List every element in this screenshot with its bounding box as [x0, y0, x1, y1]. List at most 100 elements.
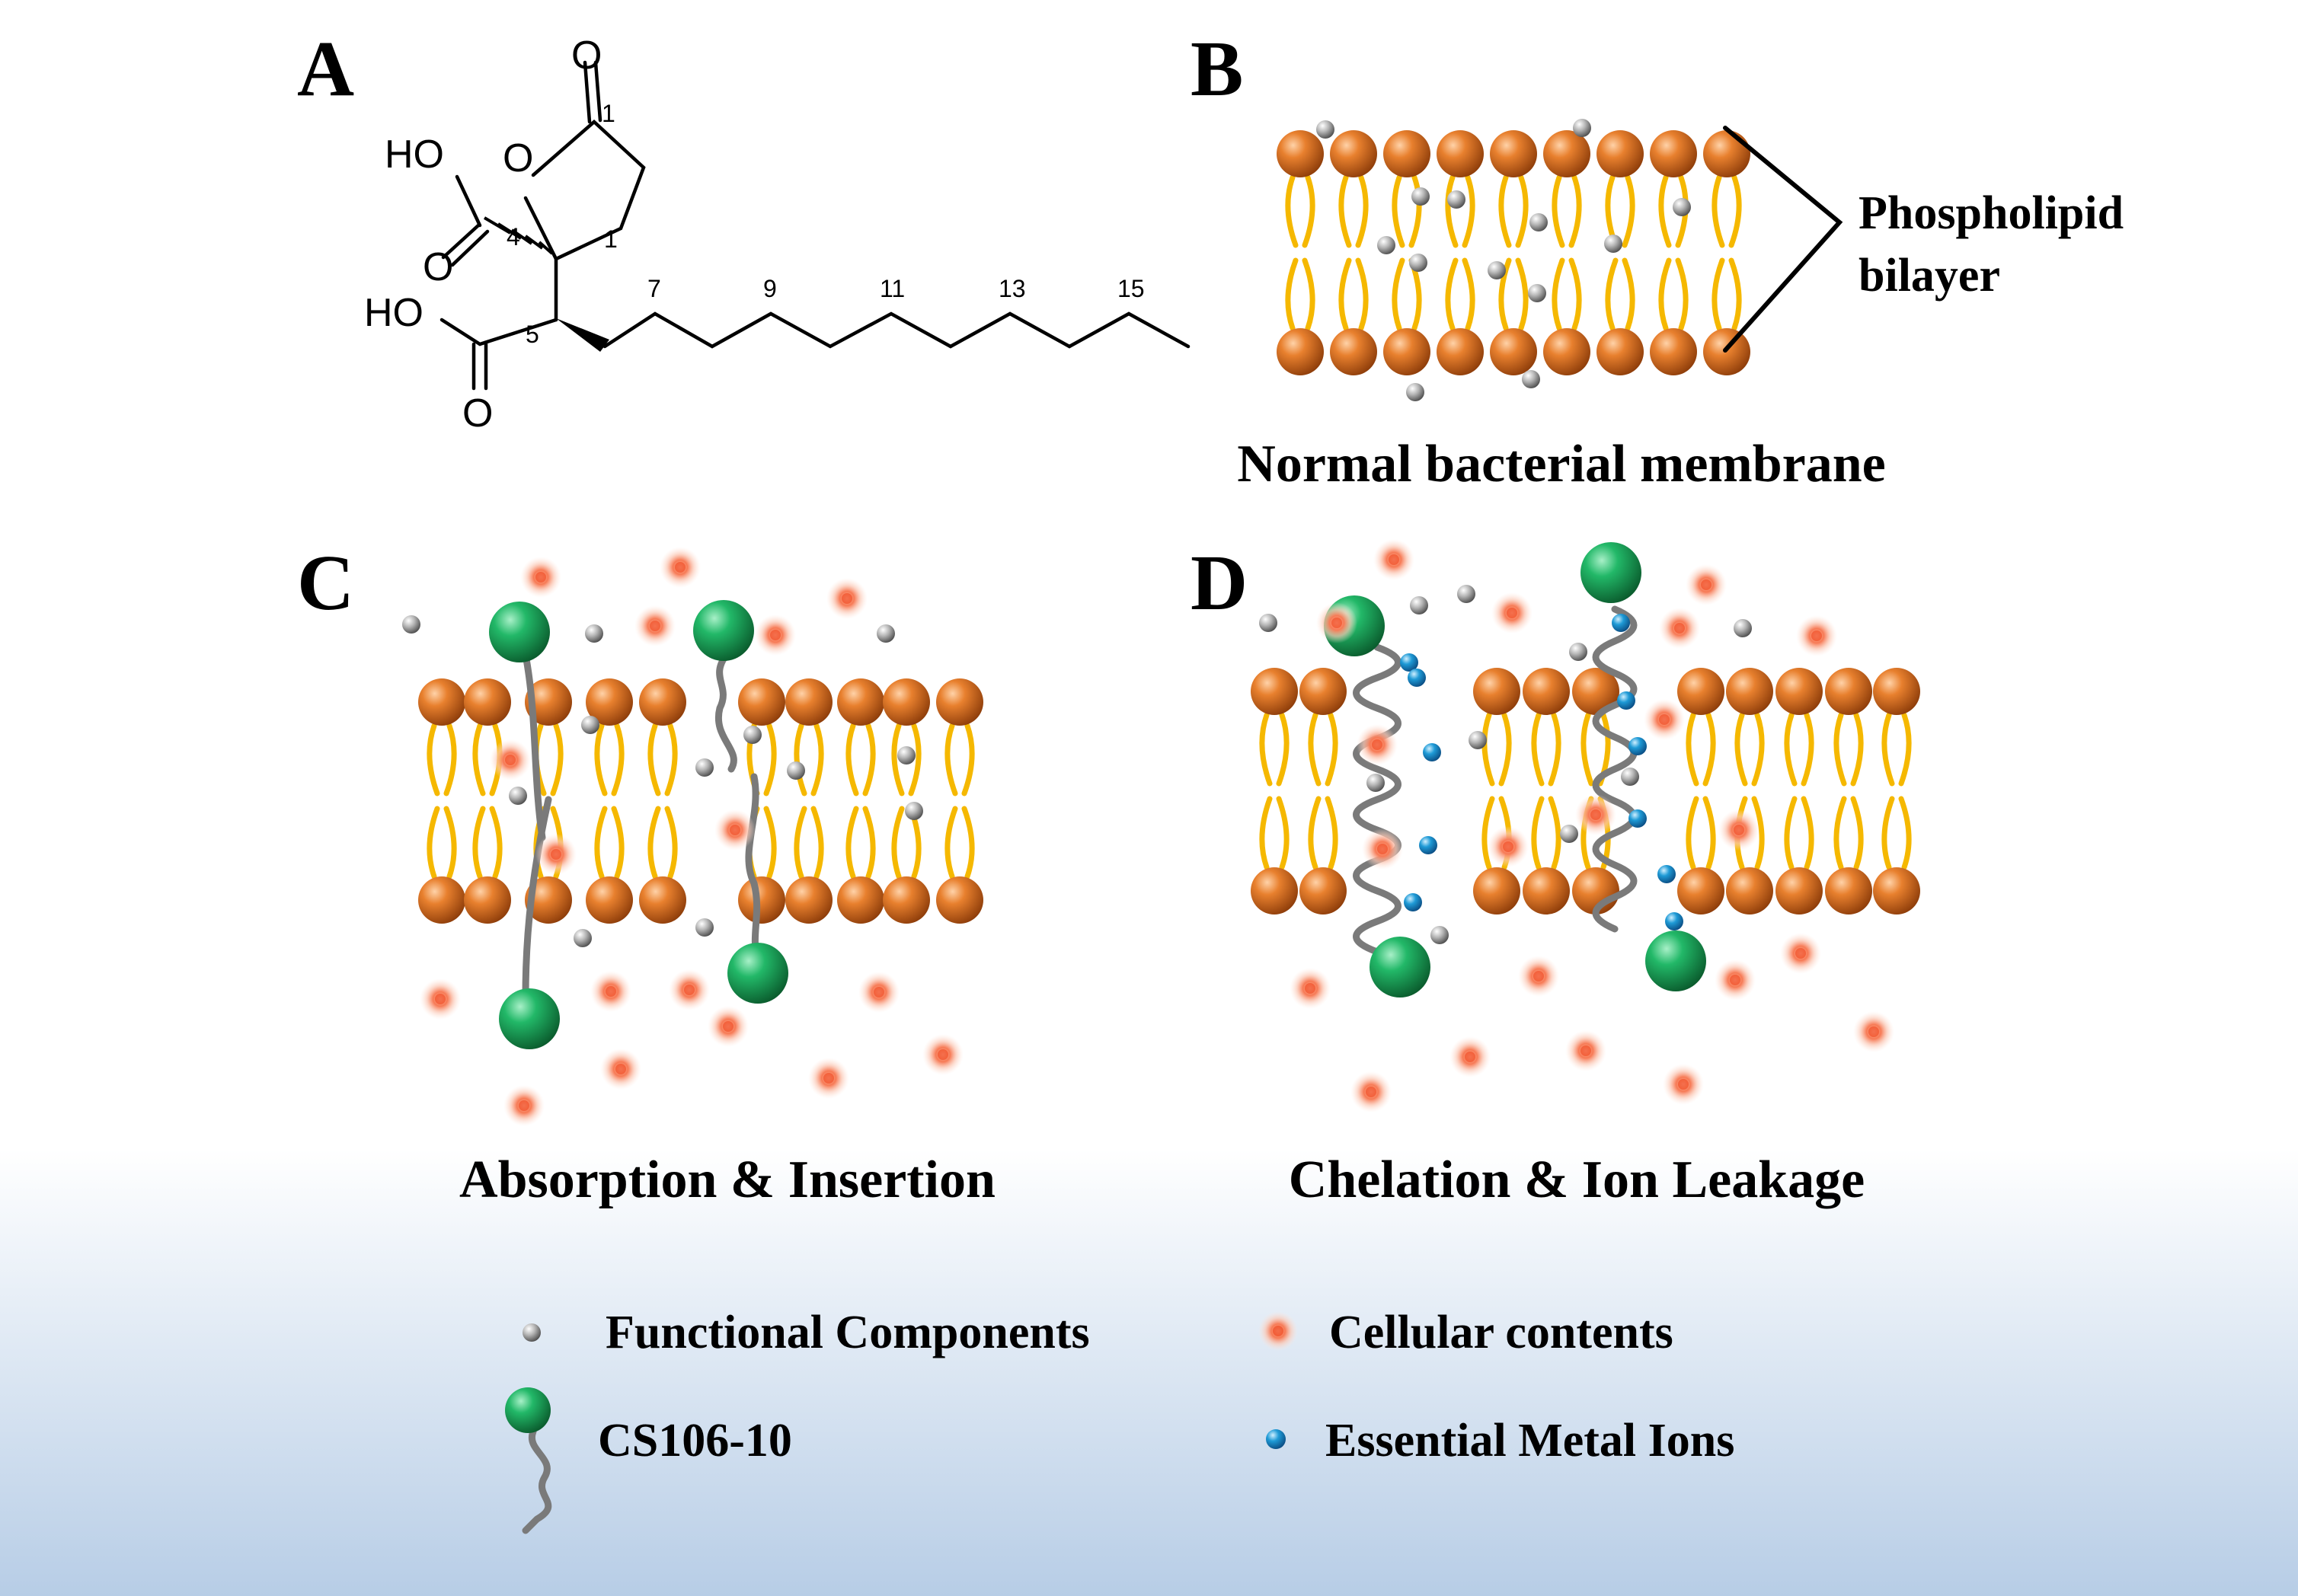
cellular-content-core: [823, 1073, 834, 1084]
cellular-content-core: [675, 562, 686, 573]
metal-ion: [1612, 614, 1630, 632]
cellular-content-core: [1678, 1079, 1689, 1090]
lipid-headgroup: [464, 876, 511, 924]
lipid-headgroup: [1726, 668, 1773, 715]
metal-ion: [1423, 743, 1441, 761]
compound-icon: [505, 1387, 552, 1534]
lipid-tail: [611, 806, 625, 879]
lipid-tail: [1881, 712, 1895, 787]
cellular-content-core: [938, 1049, 948, 1060]
cellular-content-core: [1659, 714, 1670, 725]
panel-letter-d: D: [1191, 539, 1248, 627]
lipid-tail: [443, 806, 457, 879]
chelation-ion-leakage-diagram: [1251, 539, 1920, 1112]
bilayer-bracket: [1723, 126, 1843, 353]
lipid-tail: [427, 723, 440, 796]
functional-component-icon: [523, 1323, 541, 1342]
cellular-content-core: [615, 1064, 626, 1074]
cellular-content-core: [1734, 825, 1744, 835]
lipid-headgroup: [1677, 867, 1724, 915]
lipid-tail: [472, 723, 486, 796]
lipid-headgroup: [1299, 867, 1347, 915]
functional-component: [897, 746, 916, 764]
lipid-tail: [1850, 712, 1864, 787]
lipid-tail: [1898, 712, 1912, 787]
cellular-content-core: [1372, 739, 1382, 750]
lipid-tail: [1408, 174, 1422, 248]
cellular-content-core: [505, 755, 516, 765]
cellular-content-core: [1580, 1045, 1591, 1056]
lipid-tail: [862, 723, 876, 796]
lipid-tail: [845, 806, 859, 879]
lipid-tail: [1728, 174, 1742, 248]
cellular-content-core: [1868, 1026, 1879, 1037]
lipid-tail: [1531, 796, 1545, 870]
lipid-headgroup: [1825, 668, 1872, 715]
lipid-headgroup: [525, 876, 572, 924]
lipid-tail: [1850, 796, 1864, 870]
lipid-tail: [1686, 712, 1699, 787]
metal-ion: [1408, 669, 1426, 687]
cellular-content-core: [1389, 554, 1399, 565]
lipid-tail: [1276, 796, 1290, 870]
lipid-headgroup: [1775, 867, 1823, 915]
lipid-tail: [1686, 796, 1699, 870]
cellular-content-core: [551, 849, 561, 860]
lipid-tail: [1801, 796, 1814, 870]
cellular-content-core: [1674, 623, 1685, 634]
lipid-tail: [1658, 257, 1672, 331]
lipid-headgroup: [418, 678, 465, 726]
lipid-headgroup: [1650, 328, 1697, 375]
lipid-headgroup: [936, 678, 983, 726]
hydroxyl-label-top: HO: [385, 132, 444, 177]
lipid-tail: [443, 723, 457, 796]
lipid-headgroup: [1677, 668, 1724, 715]
lipid-tail: [1498, 174, 1512, 248]
cellular-content-core: [1305, 983, 1315, 994]
functional-component: [509, 787, 527, 805]
functional-component: [1410, 596, 1428, 614]
compound-chain: [714, 650, 737, 773]
cellular-content-core: [1590, 809, 1601, 820]
functional-component: [1377, 236, 1395, 254]
functional-component: [743, 726, 762, 744]
cellular-content-core: [1533, 971, 1544, 982]
lipid-headgroup: [837, 876, 884, 924]
lipid-tail: [1481, 796, 1495, 870]
lipid-tail: [1898, 796, 1912, 870]
cellular-content-core: [1701, 579, 1712, 590]
lipid-tail: [664, 806, 678, 879]
lipid-tail: [489, 806, 503, 879]
locant-9: 9: [763, 275, 777, 302]
cellular-content-core: [874, 987, 884, 998]
lipid-tail: [1712, 174, 1725, 248]
lipid-headgroup: [1490, 328, 1537, 375]
compound-sphere: [489, 602, 550, 662]
functional-component: [1411, 187, 1430, 206]
acid-oxygen-label-2: O: [462, 391, 493, 436]
legend: Functional Components Cellular contents …: [505, 1307, 1734, 1534]
lipid-tail: [1445, 257, 1459, 331]
lipid-headgroup: [1543, 130, 1590, 177]
compound-chain: [522, 651, 546, 841]
carbonyl-oxygen-label: O: [571, 34, 602, 78]
caption-b: Normal bacterial membrane: [1237, 435, 1885, 493]
compound-sphere: [727, 943, 788, 1004]
lipid-headgroup: [1277, 130, 1324, 177]
lipid-tail: [1675, 257, 1689, 331]
lipid-headgroup: [1825, 867, 1872, 915]
lipid-tail: [1751, 712, 1765, 787]
lipid-tail: [1498, 712, 1512, 787]
cellular-content-core: [1366, 1087, 1376, 1097]
caption-d: Chelation & Ion Leakage: [1289, 1151, 1865, 1209]
functional-component: [402, 615, 420, 634]
lipid-headgroup: [418, 876, 465, 924]
cellular-content-core: [1503, 841, 1513, 852]
caption-c: Absorption & Insertion: [459, 1151, 996, 1209]
lipid-headgroup: [525, 678, 572, 726]
lipid-tail: [1751, 796, 1765, 870]
lipid-tail: [908, 723, 922, 796]
lipid-tail: [1338, 257, 1352, 331]
functional-component: [1447, 190, 1465, 209]
